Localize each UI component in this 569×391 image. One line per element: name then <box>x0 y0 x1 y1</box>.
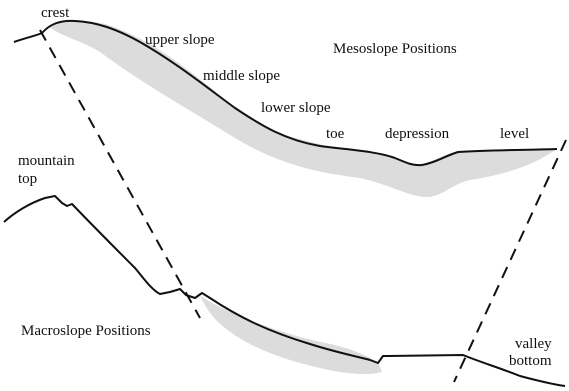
lower-slope-label: lower slope <box>261 100 331 117</box>
depression-label: depression <box>385 126 449 143</box>
mountain-top-label-line2: top <box>18 171 37 188</box>
middle-slope-label: middle slope <box>203 68 280 85</box>
valley-bottom-label-line2: bottom <box>509 353 552 370</box>
toe-label: toe <box>326 126 344 143</box>
mountain-top-label-line1: mountain <box>18 153 75 170</box>
valley-bottom-label-line1: valley <box>515 336 552 353</box>
mesoslope-positions-title: Mesoslope Positions <box>333 41 457 58</box>
macroslope-positions-title: Macroslope Positions <box>21 323 151 340</box>
level-label: level <box>500 126 529 143</box>
upper-slope-label: upper slope <box>145 32 215 49</box>
crest-label: crest <box>41 5 69 22</box>
